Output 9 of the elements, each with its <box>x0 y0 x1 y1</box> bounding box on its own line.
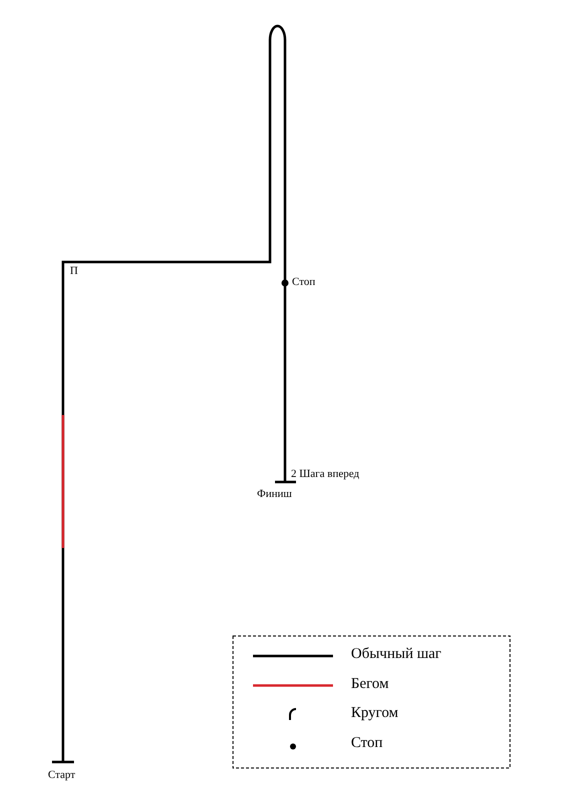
legend-label: Обычный шаг <box>351 647 442 662</box>
stop-label: Стоп <box>292 277 316 288</box>
legend-label: Кругом <box>351 706 398 721</box>
finish-label: Финиш <box>257 489 292 500</box>
turn-label: П <box>70 266 78 277</box>
start-label: Старт <box>48 770 76 781</box>
step-label: 2 Шага вперед <box>291 469 360 480</box>
legend-label: Бегом <box>351 676 389 692</box>
legend-label: Стоп <box>351 736 383 750</box>
